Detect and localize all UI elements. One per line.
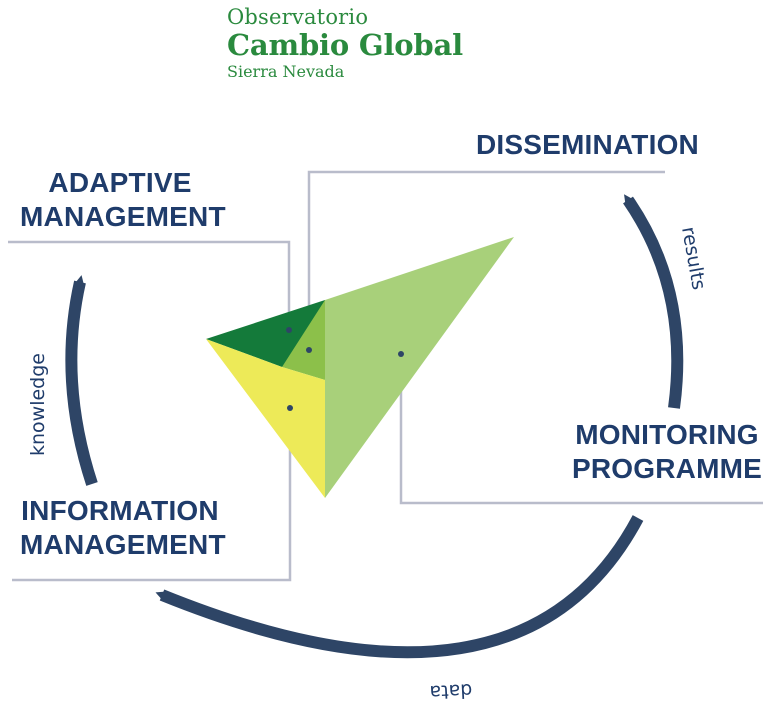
- triangle-mid-green-face: [282, 300, 325, 380]
- node-information-management: INFORMATION MANAGEMENT: [20, 494, 226, 562]
- node-adaptive-line1: ADAPTIVE: [48, 167, 192, 198]
- dot-dissemination: [306, 347, 312, 353]
- logo-line-cambio-global: Cambio Global: [227, 28, 463, 62]
- label-knowledge: knowledge: [27, 353, 49, 456]
- connector-lines: [8, 170, 763, 582]
- central-triangle: [206, 237, 514, 498]
- connector-adaptive: [8, 240, 291, 330]
- connector-dots: [286, 327, 404, 411]
- arrow-data: [155, 515, 644, 659]
- connector-dissemination: [307, 170, 665, 345]
- node-dissemination-text: DISSEMINATION: [476, 129, 699, 160]
- dot-adaptive: [286, 327, 292, 333]
- node-monitoring-line1: MONITORING: [575, 419, 759, 450]
- logo-line-sierra-nevada: Sierra Nevada: [227, 62, 345, 81]
- node-dissemination: DISSEMINATION: [476, 128, 699, 162]
- arrow-knowledge: [65, 275, 98, 486]
- connector-monitoring: [399, 354, 763, 505]
- label-results: results: [677, 225, 710, 292]
- node-information-line2: MANAGEMENT: [20, 529, 226, 560]
- triangle-yellow-face: [206, 339, 325, 498]
- logo-line-observatorio: Observatorio: [227, 5, 369, 29]
- arrow-results: [623, 194, 684, 409]
- dot-monitoring: [398, 351, 404, 357]
- node-adaptive-management: ADAPTIVE MANAGEMENT: [20, 166, 226, 234]
- node-information-line1: INFORMATION: [21, 495, 219, 526]
- connector-information: [12, 408, 292, 582]
- label-data: data: [429, 679, 473, 703]
- dot-information: [287, 405, 293, 411]
- observatorio-logo: Observatorio Cambio Global Sierra Nevada: [227, 6, 527, 82]
- node-adaptive-line2: MANAGEMENT: [20, 201, 226, 232]
- triangle-light-green-face: [325, 237, 514, 498]
- node-monitoring-programme: MONITORING PROGRAMME: [572, 418, 762, 486]
- node-monitoring-line2: PROGRAMME: [572, 453, 763, 484]
- cycle-arrows: [65, 194, 684, 659]
